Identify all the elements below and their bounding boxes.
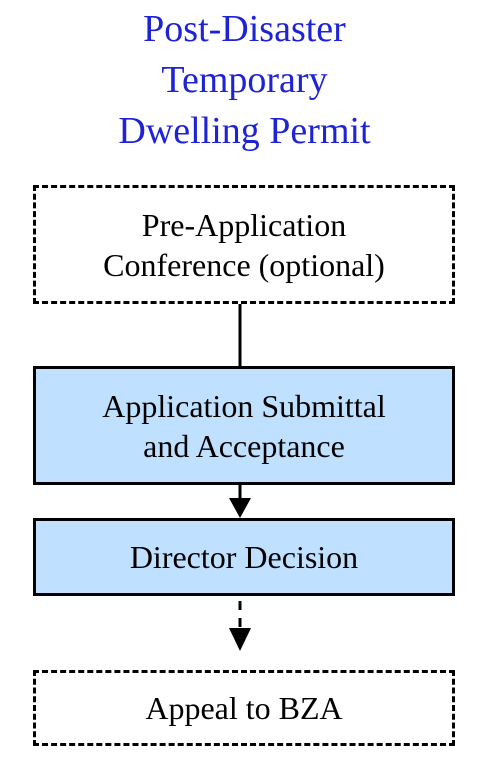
arrowhead-icon <box>229 498 251 518</box>
arrowhead-icon <box>229 628 251 651</box>
step-label-line: Application Submittal <box>102 387 386 424</box>
title-line-2: Temporary <box>161 59 328 101</box>
step-label-line: Director Decision <box>129 539 359 575</box>
step-label-line: Pre-Application <box>141 206 347 243</box>
diagram-title: Post-Disaster Temporary Dwelling Permit <box>0 4 489 157</box>
step-label-line: and Acceptance <box>143 427 345 464</box>
title-line-3: Dwelling Permit <box>118 110 371 152</box>
title-line-1: Post-Disaster <box>143 8 346 50</box>
step-label-line: Appeal to BZA <box>145 690 343 726</box>
connector-submittal-to-decision <box>229 485 251 518</box>
connector-decision-to-appeal <box>229 601 251 651</box>
step-pre-application-conference: Pre-Application Conference (optional) <box>33 185 455 304</box>
step-appeal-to-bza: Appeal to BZA <box>33 670 455 746</box>
step-label-line: Conference (optional) <box>103 246 385 283</box>
step-director-decision: Director Decision <box>33 518 455 596</box>
step-application-submittal: Application Submittal and Acceptance <box>33 366 455 485</box>
